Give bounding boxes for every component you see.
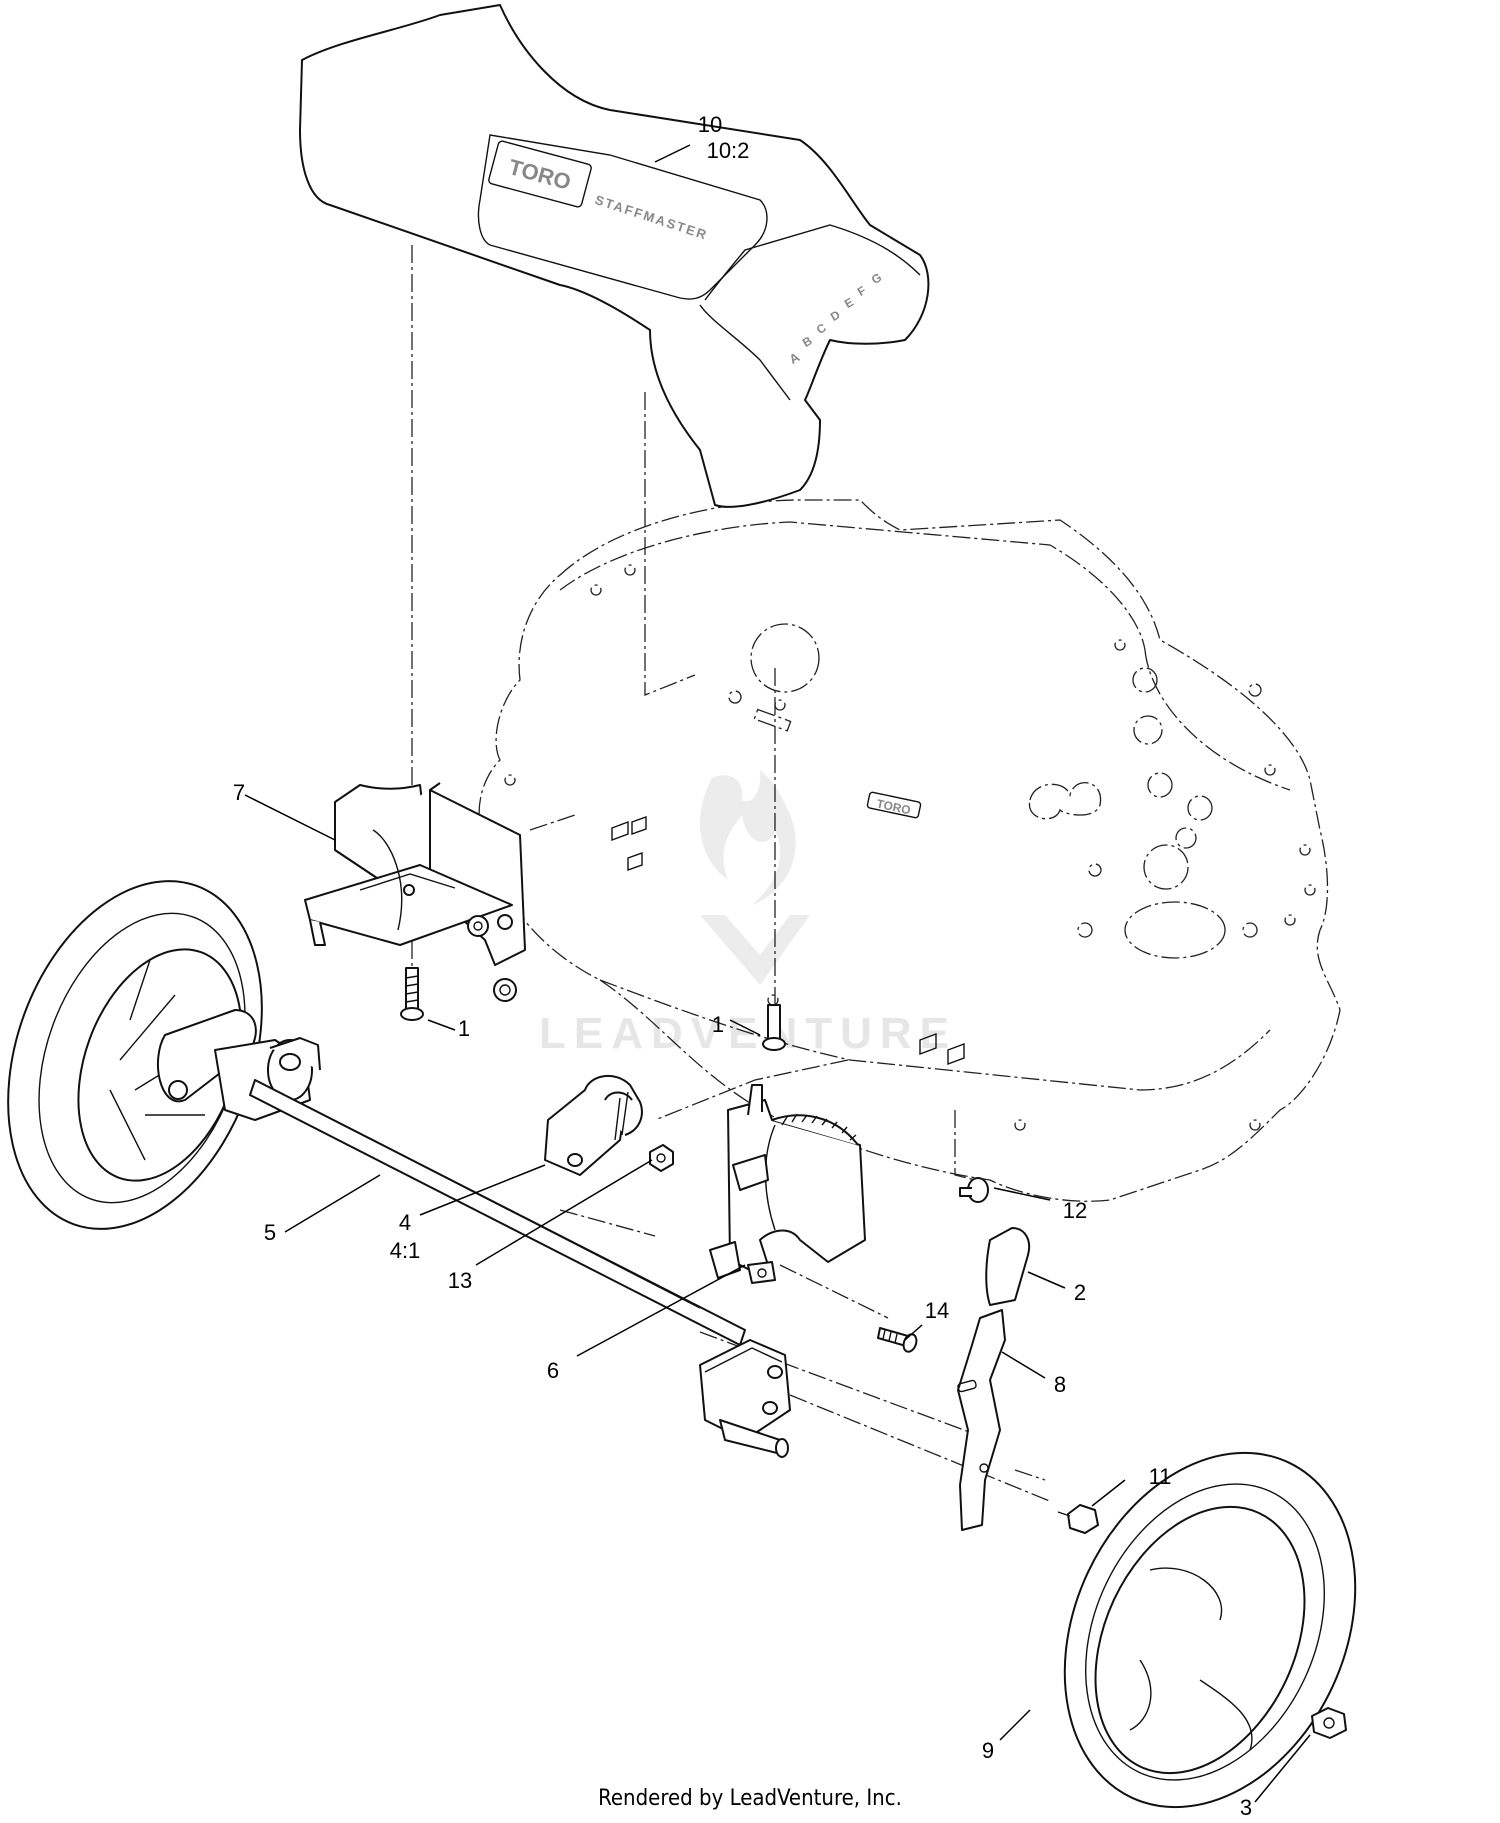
- callout-9: 9: [982, 1738, 994, 1763]
- callout-1-left: 1: [458, 1016, 470, 1041]
- callout-10: 10: [698, 112, 722, 137]
- right-wheel: [1063, 1451, 1357, 1809]
- nut-13: [649, 1144, 674, 1172]
- height-lever: [957, 1309, 1006, 1531]
- callout-4-1: 4:1: [390, 1238, 421, 1263]
- pivot-block: [544, 1075, 643, 1176]
- screw-12: [959, 1177, 989, 1203]
- left-height-bracket: [304, 782, 526, 1002]
- callout-11: 11: [1149, 1464, 1172, 1489]
- left-wheel: [7, 880, 263, 1230]
- screw-left: [400, 967, 424, 1021]
- callout-12: 12: [1063, 1198, 1087, 1223]
- watermark-text: LEADVENTURE: [539, 1009, 957, 1058]
- callout-6: 6: [547, 1358, 559, 1383]
- mower-deck: TORO: [478, 499, 1341, 1202]
- callout-4: 4: [399, 1210, 411, 1235]
- callout-2: 2: [1074, 1280, 1086, 1305]
- bolt-11: [1057, 1504, 1099, 1534]
- screw-14: [877, 1327, 918, 1353]
- height-adjuster-bracket: [709, 1084, 866, 1284]
- callout-8: 8: [1054, 1372, 1066, 1397]
- callout-7: 7: [233, 780, 245, 805]
- leader-lines: [244, 144, 1311, 1803]
- callout-1-center: 1: [712, 1012, 724, 1037]
- callout-3: 3: [1240, 1795, 1252, 1820]
- nut-3: [1311, 1707, 1347, 1739]
- screw-center: [762, 1004, 786, 1051]
- leadventure-watermark: LEADVENTURE: [539, 770, 957, 1058]
- rear-cover: TORO STAFFMASTER A B C D E F G: [299, 4, 930, 508]
- callout-14: 14: [925, 1298, 949, 1323]
- callout-5: 5: [264, 1220, 276, 1245]
- right-pivot-bracket: [699, 1339, 791, 1458]
- callout-13: 13: [448, 1268, 472, 1293]
- callout-labels: 10 10:2 7 1 1 12 5 4 4:1 13 2 14 6 8 11 …: [233, 112, 1252, 1820]
- render-credit: Rendered by LeadVenture, Inc.: [598, 1786, 902, 1811]
- callout-10-2: 10:2: [707, 138, 750, 163]
- lever-grip: [985, 1227, 1031, 1306]
